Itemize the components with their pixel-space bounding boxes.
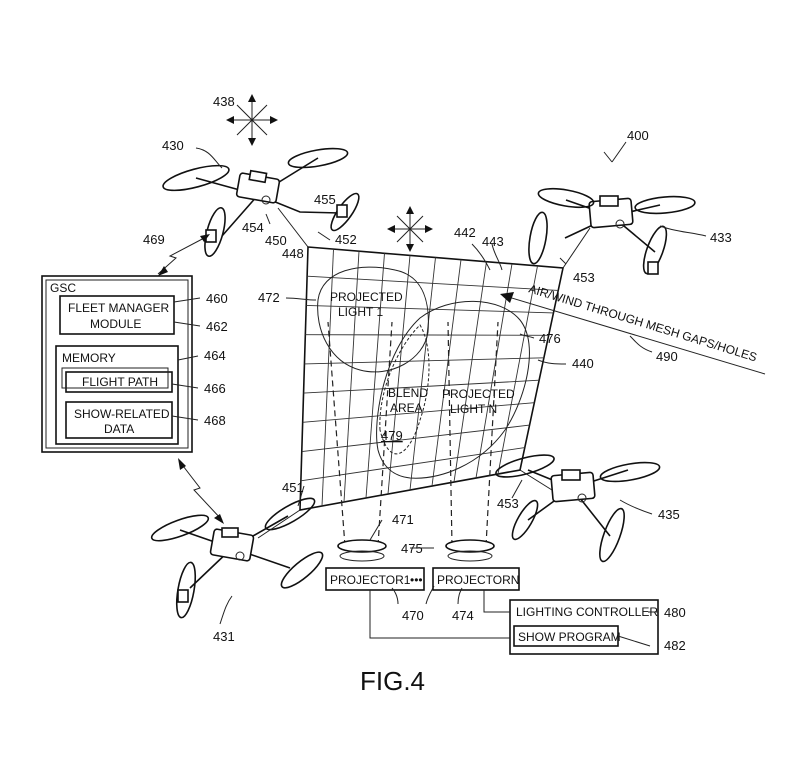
- leader-lines: [171, 141, 707, 647]
- mesh-horizontal-line: [307, 275, 559, 291]
- ref-fleet-460: 460: [206, 291, 228, 306]
- blend-area-label-2: AREA: [390, 401, 423, 415]
- ref-drone-430: 430: [162, 138, 184, 153]
- lighting-controller-box: [509, 599, 659, 655]
- blend-area-label-1: BLEND: [388, 386, 428, 400]
- ref-screen: 440: [572, 356, 594, 371]
- drone-bottom-left: [150, 497, 324, 619]
- ref-lighting-controller: 480: [664, 605, 686, 620]
- projector-lenses: [337, 539, 495, 562]
- mesh-horizontal-line: [306, 304, 554, 314]
- ref-tether-454: 454: [242, 220, 264, 235]
- ref-gsc: 469: [143, 232, 165, 247]
- ref-tether-453-bottom: 453: [497, 496, 519, 511]
- ref-system: 400: [627, 128, 649, 143]
- wind-arrow: [500, 292, 766, 375]
- mesh-vertical-line: [497, 265, 538, 475]
- mesh-horizontal-line: [303, 379, 540, 394]
- projected-light-1-area: [317, 266, 429, 373]
- ref-show-data: 468: [204, 413, 226, 428]
- wind-label: AIR/WIND THROUGH MESH GAPS/HOLES: [527, 281, 759, 364]
- show-program-label: SHOW PROGRAM: [518, 630, 621, 644]
- blend-area: [379, 324, 430, 455]
- mesh-vertical-line: [387, 255, 411, 495]
- movement-indicator-mid: [387, 206, 433, 252]
- ref-flight-path: 466: [204, 381, 226, 396]
- ref-drone-435: 435: [658, 507, 680, 522]
- wind-ref: 490: [656, 349, 678, 364]
- fleet-manager-label-1: FLEET MANAGER: [68, 301, 169, 315]
- drone-bottom-right: [495, 454, 661, 563]
- ref-projected-light-1: 472: [258, 290, 280, 305]
- blend-area-ref: 479: [381, 428, 403, 443]
- ref-gaps: 443: [482, 234, 504, 249]
- ref-corner-451: 451: [282, 480, 304, 495]
- figure-caption: FIG.4: [360, 666, 425, 696]
- flight-path-label: FLIGHT PATH: [82, 375, 158, 389]
- fleet-manager-label-2: MODULE: [90, 317, 141, 331]
- mesh-vertical-line: [321, 249, 334, 507]
- control-wiring: [369, 590, 510, 639]
- gsc-box: [41, 275, 193, 453]
- ref-mesh: 442: [454, 225, 476, 240]
- ref-show-program: 482: [664, 638, 686, 653]
- show-data-label-1: SHOW-RELATED: [74, 407, 170, 421]
- ref-drone-431: 431: [213, 629, 235, 644]
- ref-lens-471: 471: [392, 512, 414, 527]
- projector-n-box: [432, 567, 520, 591]
- ref-tether-452: 452: [335, 232, 357, 247]
- tethers: [257, 207, 591, 539]
- ref-memory: 464: [204, 348, 226, 363]
- ref-lens-475: 475: [401, 541, 423, 556]
- ref-projector-n: 474: [452, 608, 474, 623]
- mesh-vertical-line: [453, 261, 487, 483]
- ref-tether-453-top: 453: [573, 270, 595, 285]
- projector-1-box: [325, 567, 425, 591]
- ref-drone-433: 433: [710, 230, 732, 245]
- projected-light-n-area: [376, 300, 530, 479]
- projected-light-1-label-1: PROJECTED: [330, 290, 403, 304]
- mesh-horizontal-line: [300, 447, 525, 482]
- projected-light-n-label-1: PROJECTED: [442, 387, 515, 401]
- mesh-vertical-line: [365, 253, 385, 499]
- drone-top-right: [528, 187, 696, 275]
- ref-corner-448: 448: [282, 246, 304, 261]
- projector-dots: •••: [410, 573, 423, 587]
- mesh-vertical-line: [475, 263, 513, 479]
- lighting-controller-label: LIGHTING CONTROLLER: [516, 605, 658, 619]
- ref-projector-group: 470: [402, 608, 424, 623]
- mesh-vertical-line: [409, 257, 436, 491]
- mesh-vertical-line: [431, 259, 462, 487]
- ref-tether-455: 455: [314, 192, 336, 207]
- ref-movement: 438: [213, 94, 235, 109]
- mesh-horizontal-line: [302, 402, 535, 423]
- projector-1-label: PROJECTOR1: [330, 573, 411, 587]
- ref-fleet-462: 462: [206, 319, 228, 334]
- memory-label: MEMORY: [62, 351, 116, 365]
- projector-beams: [327, 321, 499, 547]
- drone-top-left: [162, 147, 360, 258]
- wireless-links: [157, 234, 224, 524]
- mesh-horizontal-line: [301, 424, 530, 453]
- gsc-title: GSC: [50, 281, 76, 295]
- ref-tether-450: 450: [265, 233, 287, 248]
- ref-projected-light-n: 476: [539, 331, 561, 346]
- movement-indicator-top: [226, 94, 278, 146]
- projector-n-label: PROJECTORN: [437, 573, 519, 587]
- projected-light-n-label-2: LIGHT N: [450, 402, 497, 416]
- projected-light-1-label-2: LIGHT 1: [338, 305, 383, 319]
- show-data-label-2: DATA: [104, 422, 134, 436]
- mesh-vertical-line: [343, 251, 360, 503]
